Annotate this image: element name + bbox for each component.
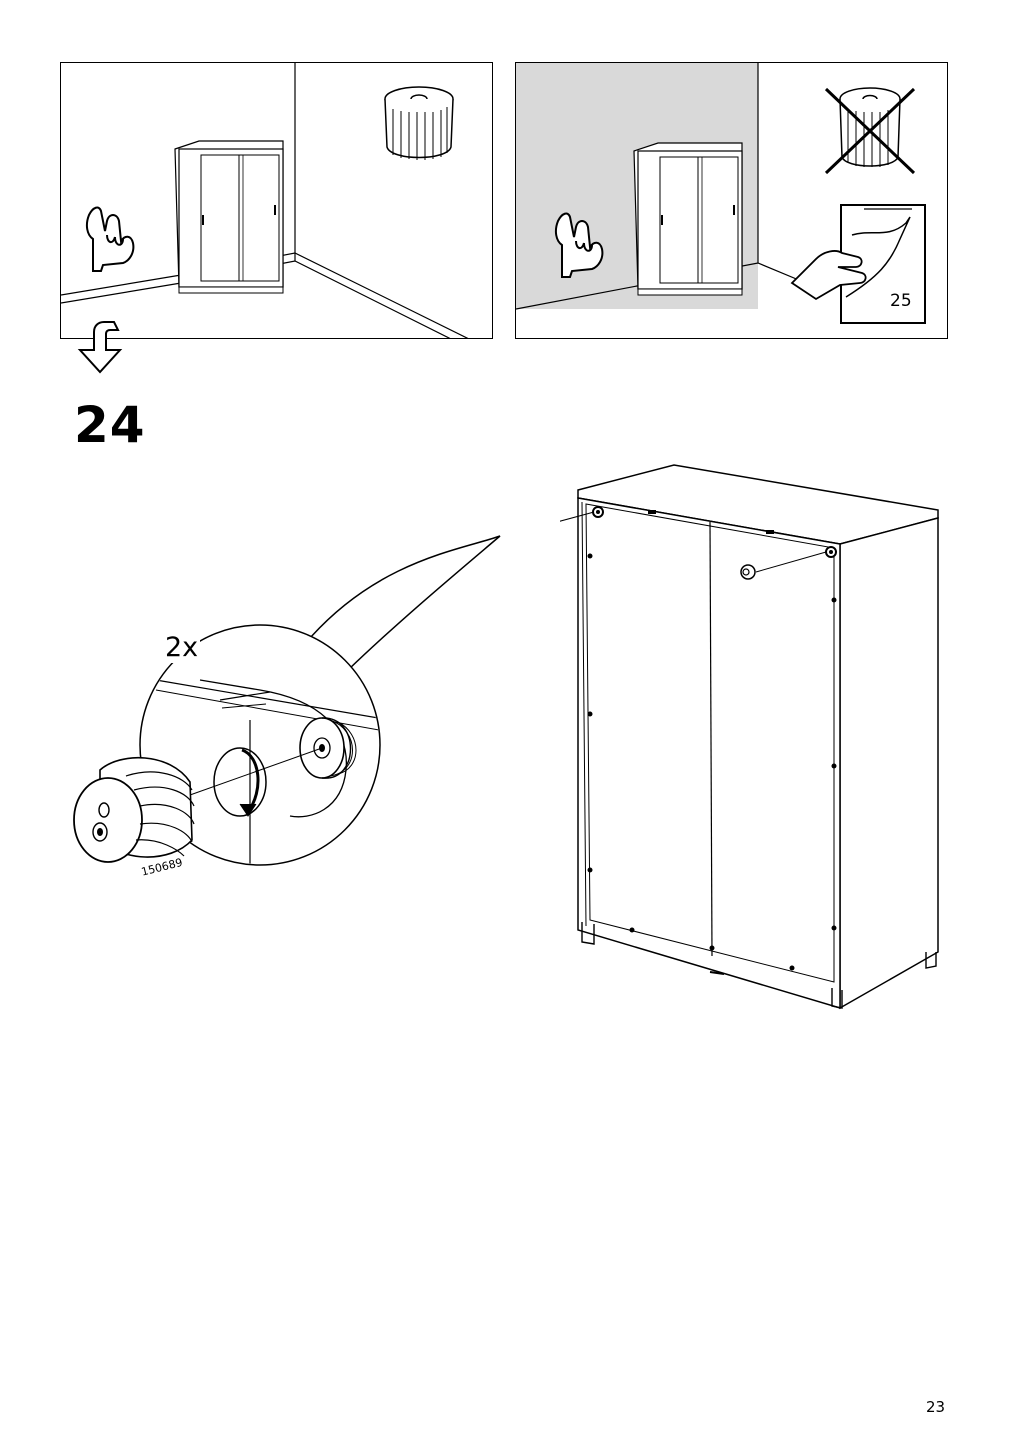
wardrobe-back-illustration	[560, 464, 939, 1010]
panel-alternative-placement	[515, 62, 948, 339]
page-flip-icon	[790, 204, 926, 324]
crossed-bumper-icon	[824, 87, 916, 175]
bumper-icon	[384, 86, 454, 160]
quantity-label: 2x	[163, 632, 201, 663]
step-number: 24	[74, 396, 146, 454]
bumper-detail-icon	[73, 756, 195, 863]
room-illustration	[61, 63, 469, 338]
pointing-hand-icon	[554, 212, 604, 278]
arrow-down-icon	[77, 321, 123, 374]
pointing-hand-icon	[85, 206, 135, 272]
room-illustration-shaded	[516, 63, 926, 324]
wardrobe-icon	[174, 140, 284, 294]
detail-callout	[73, 535, 501, 866]
page-number: 23	[926, 1398, 946, 1416]
wardrobe-icon	[633, 142, 743, 296]
panel-correct-placement	[60, 62, 493, 339]
loose-bumper-icon	[740, 564, 756, 580]
reference-page-number: 25	[890, 291, 912, 311]
